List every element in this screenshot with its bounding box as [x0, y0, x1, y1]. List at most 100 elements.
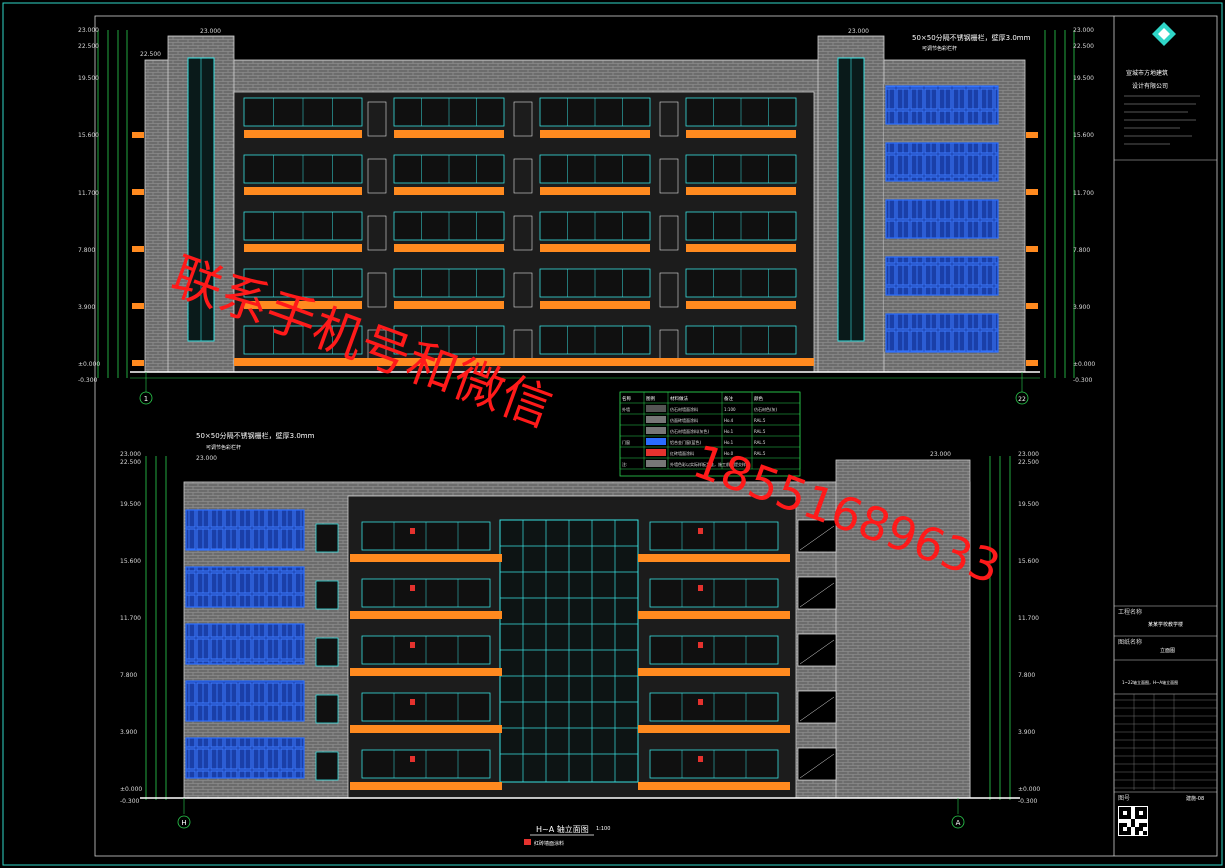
balcony-band: [540, 244, 650, 252]
table-cell: 注:: [622, 461, 627, 467]
axis-bubble: [1015, 391, 1029, 405]
qr-module: [1119, 807, 1123, 811]
level-label: 11.700: [78, 190, 99, 197]
level-label: ±0.000: [78, 361, 100, 368]
axis-label: 22: [1018, 396, 1026, 403]
table-cell: 红砖墙面涂料: [670, 450, 694, 456]
balcony-band: [638, 782, 790, 790]
level-label: 22.500: [1018, 459, 1039, 466]
red-marker: [698, 585, 703, 591]
opening-diagonal: [799, 582, 835, 608]
balcony-band: [540, 187, 650, 195]
qr-module: [1119, 831, 1123, 835]
balcony-band: [350, 668, 502, 676]
company-info-lines: [1124, 95, 1200, 145]
sheet-label: 图号: [1118, 795, 1130, 802]
qr-module: [1119, 823, 1123, 827]
balcony-end: [132, 246, 144, 252]
drawing-label: 图纸名称: [1118, 638, 1142, 646]
balcony-band: [394, 130, 504, 138]
table-cell: 仿石材色(灰): [754, 406, 778, 412]
qr-module: [1127, 807, 1131, 811]
balcony-band: [540, 130, 650, 138]
qr-code-icon: [1118, 806, 1148, 836]
axis-label: A: [956, 819, 961, 827]
axis-bubble: [177, 815, 191, 829]
table-cell: RAL.5: [754, 429, 766, 434]
level-label: 15.600: [1018, 558, 1039, 565]
bottom-left-level-labels: 23.000 22.500 19.500 15.600 11.700 7.800…: [120, 451, 142, 805]
table-cell: Ho.1: [724, 440, 734, 445]
table-cell: 门窗: [622, 439, 630, 445]
axis-bubble: [951, 815, 965, 829]
balcony-band: [350, 554, 502, 562]
qr-module: [1143, 823, 1147, 827]
pier-window: [513, 158, 533, 194]
table-cell: RAL.5: [754, 451, 766, 456]
blue-window: [185, 566, 305, 608]
pier-window: [367, 158, 387, 194]
blue-window: [185, 737, 305, 779]
level-label: 19.500: [1073, 75, 1094, 82]
level-label: -0.300: [1073, 377, 1093, 384]
balcony-band: [394, 244, 504, 252]
legend-swatch: [524, 839, 531, 845]
table-swatch: [646, 449, 666, 456]
level-label: 3.900: [78, 304, 95, 311]
level-label: 23.000: [1018, 451, 1039, 458]
balcony-band: [638, 611, 790, 619]
opening-diagonal: [799, 525, 835, 551]
level-label: 7.800: [1073, 247, 1090, 254]
pier-window: [367, 272, 387, 308]
qr-module: [1139, 807, 1143, 811]
top-mark: 23.000: [848, 28, 869, 35]
qr-module: [1119, 811, 1123, 815]
qr-module: [1131, 819, 1135, 823]
level-label: 3.900: [120, 729, 137, 736]
red-marker: [698, 756, 703, 762]
qr-module: [1131, 823, 1135, 827]
qr-module: [1119, 815, 1123, 819]
table-cell: 仿石材墙面涂料: [670, 406, 698, 412]
material-note: 50×50分隔不锈钢栅栏，壁厚3.0mm: [196, 431, 315, 440]
balcony-band: [394, 301, 504, 309]
axis-label: 1: [144, 395, 148, 403]
level-label: -0.300: [1018, 798, 1038, 805]
table-swatch: [646, 460, 666, 467]
qr-module: [1135, 811, 1139, 815]
table-cell: Ho.0: [724, 451, 734, 456]
material-note: 50×50分隔不锈钢栅栏，壁厚3.0mm: [912, 33, 1031, 42]
table-header-cell: 材料做法: [670, 395, 688, 402]
level-label: 22.500: [1073, 43, 1094, 50]
table-swatch: [646, 405, 666, 412]
table-cell: Ho.1: [724, 429, 734, 434]
top-mark: 22.500: [140, 51, 161, 58]
level-label: ±0.000: [120, 786, 142, 793]
pier-window: [659, 272, 679, 308]
bottom-elevation: 23.000 22.500 19.500 15.600 11.700 7.800…: [120, 431, 1040, 847]
axis-bubble: [139, 391, 153, 405]
bottom-floor-rows: [315, 521, 790, 790]
balcony-end: [1026, 246, 1038, 252]
sheet-value: 建施-08: [1186, 795, 1204, 802]
level-label: 3.900: [1073, 304, 1090, 311]
qr-module: [1123, 807, 1127, 811]
balcony-band: [394, 187, 504, 195]
qr-module: [1127, 815, 1131, 819]
balcony-band: [638, 554, 790, 562]
level-label: 19.500: [120, 501, 141, 508]
table-header-cell: 图例: [646, 395, 655, 402]
small-window: [315, 637, 339, 667]
balcony-band: [350, 725, 502, 733]
blue-window: [885, 142, 999, 182]
legend-label: 红砖墙面涂料: [534, 840, 564, 847]
opening-diagonal: [799, 753, 835, 779]
bottom-right-dimension-chain: [989, 456, 1011, 800]
blue-window: [885, 199, 999, 239]
balcony-band: [686, 187, 796, 195]
opening-diagonal: [799, 696, 835, 722]
company-name: 宣城市方地建筑: [1126, 69, 1168, 77]
top-left-level-labels: 23.000 22.500 19.500 15.600 11.700 7.800…: [78, 27, 100, 384]
